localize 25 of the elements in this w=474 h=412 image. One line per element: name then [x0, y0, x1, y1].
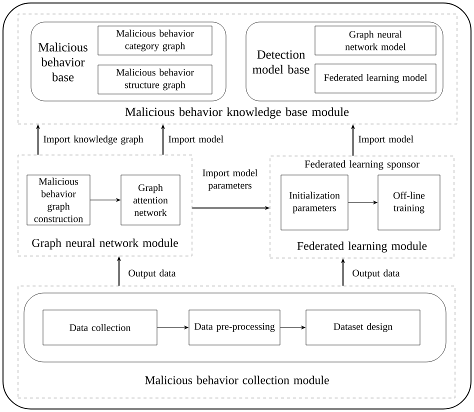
title-text: Graph neural network module — [32, 238, 178, 250]
process-box: Malicious behavior category graph — [98, 26, 212, 56]
process-box: Malicious behavior graph construction — [26, 174, 90, 226]
title-text: Federated learning module — [297, 242, 427, 252]
title-text: Malicious behavior collection module — [145, 376, 329, 384]
title-text: Malicious behavior knowledge base module — [125, 107, 349, 119]
process-box: Off-line training — [378, 174, 440, 230]
edge-label: Output data — [128, 269, 176, 279]
title-text: Detection model base — [252, 50, 310, 74]
process-box: Data collection — [42, 310, 158, 346]
edge-label: Import knowledge graph — [44, 135, 144, 145]
process-box: Malicious behavior structure graph — [98, 64, 212, 94]
process-box: Federated learning model — [314, 64, 436, 94]
process-box: Graph neural network model — [314, 26, 436, 56]
process-box: Initialization parameters — [280, 174, 348, 230]
edge-label: Import model — [358, 135, 414, 145]
edge-label: Import model parameters — [202, 169, 258, 191]
process-box: Graph attention network — [120, 174, 180, 226]
edge-label: Output data — [352, 269, 400, 279]
title-text: Federated learning sponsor — [304, 160, 420, 170]
process-box: Data pre-processing — [188, 310, 280, 346]
process-box: Dataset design — [306, 310, 420, 346]
title-text: Malicious behavior base — [38, 42, 88, 82]
rounded-band — [24, 292, 446, 362]
edge-label: Import model — [168, 135, 224, 145]
